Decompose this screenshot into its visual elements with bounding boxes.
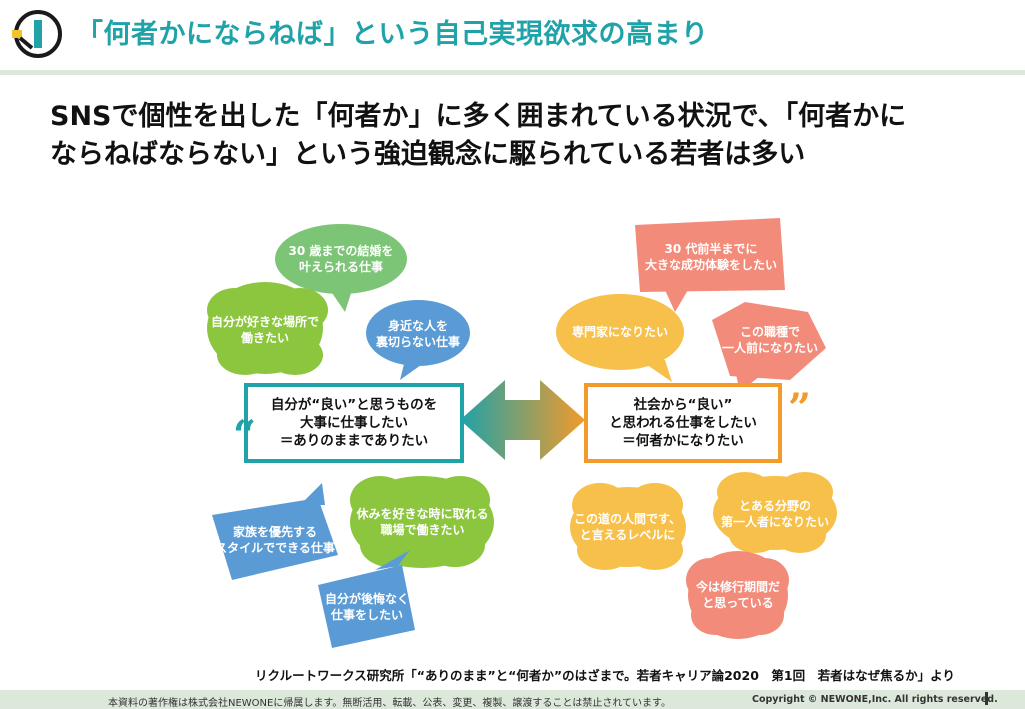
subtitle-line-2: ならねばならない」という強迫観念に駆られている若者は多い <box>50 139 806 170</box>
footer-bar <box>0 690 1025 709</box>
bubble-text-right-3: この職種で 一人前になりたい <box>721 325 818 355</box>
subtitle-line-1: SNSで個性を出した「何者か」に多く囲まれている状況で、「何者かに <box>50 101 907 132</box>
newone-logo-icon <box>12 10 62 58</box>
bubble-text-left-4: 休みを好きな時に取れる 職場で働きたい <box>356 507 489 537</box>
slide-subtitle: SNSで個性を出した「何者か」に多く囲まれている状況で、「何者かに ならねばなら… <box>50 98 990 174</box>
bubble-text-left-3: 身近な人を 裏切らない仕事 <box>375 319 460 349</box>
footer-marker <box>985 692 988 705</box>
speech-bubble-right-1 <box>635 218 785 312</box>
right-concept-box: 社会から“良い” と思われる仕事をしたい ＝何者かになりたい <box>584 383 782 463</box>
bubble-text-left-5: 家族を優先する スタイルでできる仕事 <box>215 525 335 555</box>
speech-bubble-right-2 <box>556 294 684 382</box>
page-title: 「何者かにならねば」という自己実現欲求の高まり <box>76 19 709 50</box>
open-quote-icon: “ <box>233 412 257 459</box>
bubble-text-left-2: 自分が好きな場所で 働きたい <box>210 315 319 345</box>
source-citation: リクルートワークス研究所「“ありのまま”と“何者か”のはざまで。若者キャリア論2… <box>255 668 955 683</box>
copyright-label: Copyright © NEWONE,Inc. All rights reser… <box>752 694 998 705</box>
bubble-text-right-1: 30 代前半までに 大きな成功体験をしたい <box>644 242 777 272</box>
speech-bubble-right-4 <box>570 483 686 570</box>
bubble-text-right-6: 今は修行期間だ と思っている <box>695 580 780 610</box>
double-arrow-icon <box>460 380 585 460</box>
bubble-text-right-2: 専門家になりたい <box>571 325 668 339</box>
header-bar <box>0 0 1025 70</box>
speech-bubble-right-5 <box>713 472 837 553</box>
copyright-notice: 本資料の著作権は株式会社NEWONEに帰属します。無断活用、転載、公表、変更、複… <box>108 698 672 709</box>
speech-bubble-left-3 <box>366 300 470 380</box>
speech-bubble-left-2 <box>207 282 328 375</box>
speech-bubble-right-6 <box>686 551 789 639</box>
speech-bubble-left-1 <box>275 224 407 312</box>
close-quote-icon: ” <box>788 385 812 432</box>
header-divider <box>0 70 1025 75</box>
bubble-text-left-1: 30 歳までの結婚を 叶えられる仕事 <box>288 244 394 274</box>
speech-bubble-left-4 <box>350 476 494 568</box>
bubble-text-right-4: この道の人間です、 と言えるレベルに <box>573 512 682 542</box>
speech-bubble-left-5 <box>212 483 338 580</box>
bubble-shapes <box>207 218 837 648</box>
comparison-diagram: 30 歳までの結婚を 叶えられる仕事 自分が好きな場所で 働きたい 身近な人を … <box>0 200 1025 650</box>
left-concept-box: 自分が“良い”と思うものを 大事に仕事したい ＝ありのままでありたい <box>244 383 464 463</box>
bubble-text-right-5: とある分野の 第一人者になりたい <box>720 499 829 529</box>
bubble-text-left-6: 自分が後悔なく 仕事をしたい <box>324 592 409 622</box>
speech-bubble-left-6 <box>318 550 415 648</box>
